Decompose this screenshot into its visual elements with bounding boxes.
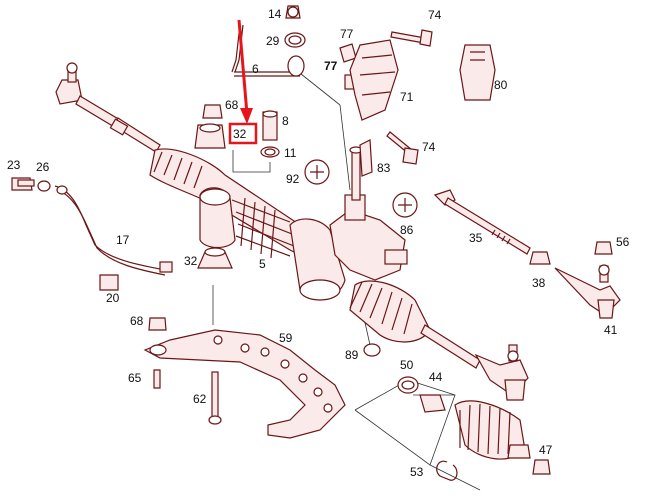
highlight-box bbox=[228, 122, 258, 145]
wrench-symbols bbox=[304, 159, 418, 357]
left-tie-rod-end bbox=[55, 62, 161, 153]
label-14: 14 bbox=[268, 7, 282, 21]
label-86: 86 bbox=[400, 223, 414, 237]
label-26: 26 bbox=[36, 160, 50, 174]
label-32: 32 bbox=[184, 254, 198, 268]
label-62: 62 bbox=[193, 392, 207, 406]
label-8: 8 bbox=[282, 114, 289, 128]
highlight-annotation bbox=[228, 19, 258, 145]
label-92: 92 bbox=[286, 172, 300, 186]
right-lower-parts bbox=[397, 189, 621, 481]
label-38: 38 bbox=[532, 276, 546, 290]
label-44: 44 bbox=[429, 370, 443, 384]
callout-labels: 14 29 6 77 77 74 71 80 68 8 32 11 74 83 … bbox=[7, 7, 630, 479]
label-71: 71 bbox=[400, 90, 414, 104]
label-77: 77 bbox=[324, 59, 338, 73]
rack-housing bbox=[149, 148, 346, 301]
label-53: 53 bbox=[410, 465, 424, 479]
label-35: 35 bbox=[469, 231, 483, 245]
valve-body bbox=[329, 139, 408, 281]
label-11: 11 bbox=[284, 146, 297, 160]
label-56: 56 bbox=[616, 235, 630, 249]
crossmember bbox=[143, 317, 346, 439]
right-bellows bbox=[349, 280, 529, 401]
label-6: 6 bbox=[252, 62, 259, 76]
label-68-top: 68 bbox=[225, 98, 239, 112]
label-65: 65 bbox=[128, 371, 142, 385]
label-77-top: 77 bbox=[340, 27, 354, 41]
label-74-top: 74 bbox=[428, 8, 442, 22]
label-47: 47 bbox=[539, 443, 553, 457]
label-59: 59 bbox=[279, 331, 293, 345]
label-29: 29 bbox=[266, 34, 280, 48]
leader-lines bbox=[212, 69, 481, 491]
label-89: 89 bbox=[345, 348, 359, 362]
label-20: 20 bbox=[106, 291, 120, 305]
label-23: 23 bbox=[7, 158, 21, 172]
highlight-arrow bbox=[237, 19, 249, 115]
label-17: 17 bbox=[116, 233, 130, 247]
label-5: 5 bbox=[259, 257, 266, 271]
label-32-highlighted: 32 bbox=[233, 127, 247, 141]
highlight-arrow-head bbox=[240, 108, 253, 124]
left-hoses bbox=[11, 177, 173, 291]
label-50: 50 bbox=[400, 358, 414, 372]
label-41: 41 bbox=[604, 323, 618, 337]
label-68: 68 bbox=[130, 314, 144, 328]
label-80: 80 bbox=[494, 78, 508, 92]
label-74-right: 74 bbox=[422, 140, 436, 154]
label-83: 83 bbox=[377, 161, 391, 175]
top-parts bbox=[231, 5, 496, 165]
small-parts-cluster bbox=[194, 104, 280, 269]
